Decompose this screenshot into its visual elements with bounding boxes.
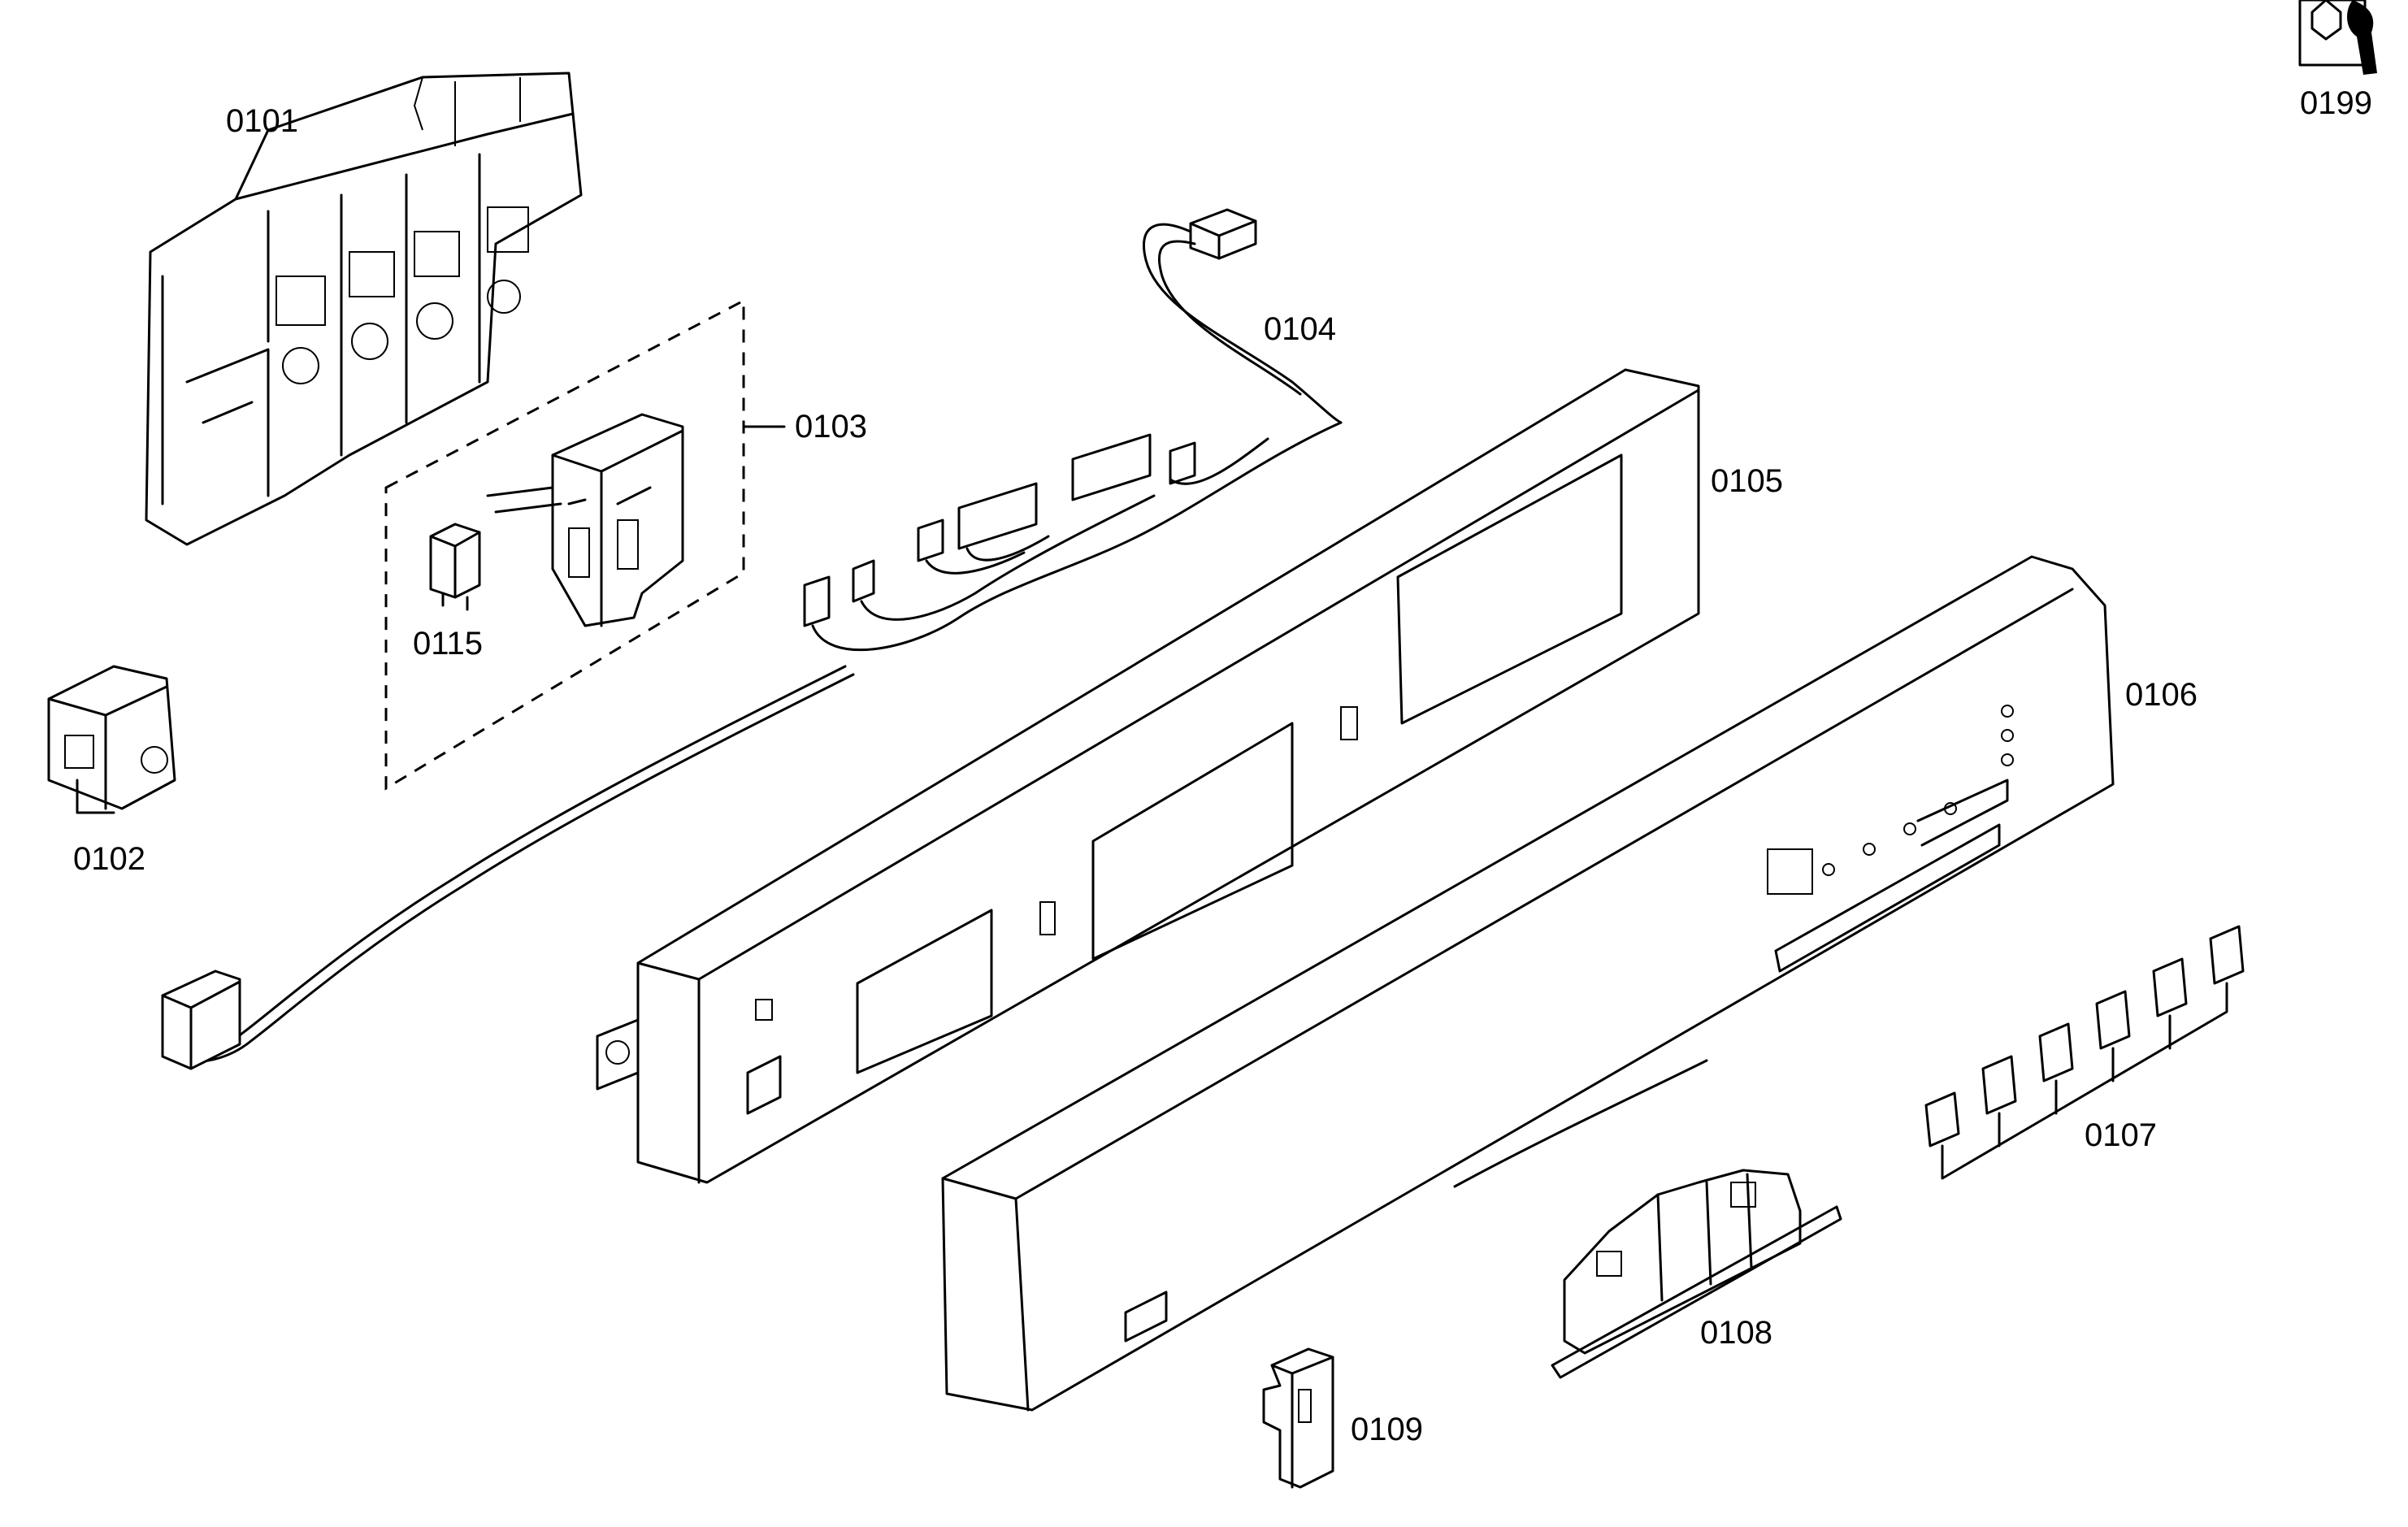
part-0107-button-set: [1924, 925, 2245, 1180]
label-0104: 0104: [1264, 311, 1336, 347]
label-0101: 0101: [226, 103, 298, 139]
part-0106-front-panel: [941, 555, 2115, 1412]
part-0108-handle: [1551, 1169, 1842, 1379]
wrench-icon: [2298, 0, 2377, 75]
part-0105-control-frame: [596, 368, 1700, 1184]
label-0105: 0105: [1711, 463, 1783, 499]
part-0104-wiring-harness: [161, 208, 1343, 1070]
part-0101-control-module: [145, 72, 583, 546]
label-0109: 0109: [1351, 1412, 1423, 1447]
label-0103: 0103: [795, 409, 867, 445]
label-0106: 0106: [2125, 677, 2198, 713]
group-0103-box: [384, 298, 786, 791]
label-0115: 0115: [413, 626, 483, 662]
label-0102: 0102: [73, 841, 145, 877]
label-0107: 0107: [2085, 1117, 2157, 1153]
part-0109-clip: [1262, 1347, 1334, 1489]
part-0115-component: [429, 523, 481, 611]
part-0103-mechanism: [486, 413, 684, 627]
label-0108: 0108: [1700, 1315, 1772, 1351]
label-0199: 0199: [2300, 85, 2372, 121]
part-0102-switch: [47, 665, 176, 814]
